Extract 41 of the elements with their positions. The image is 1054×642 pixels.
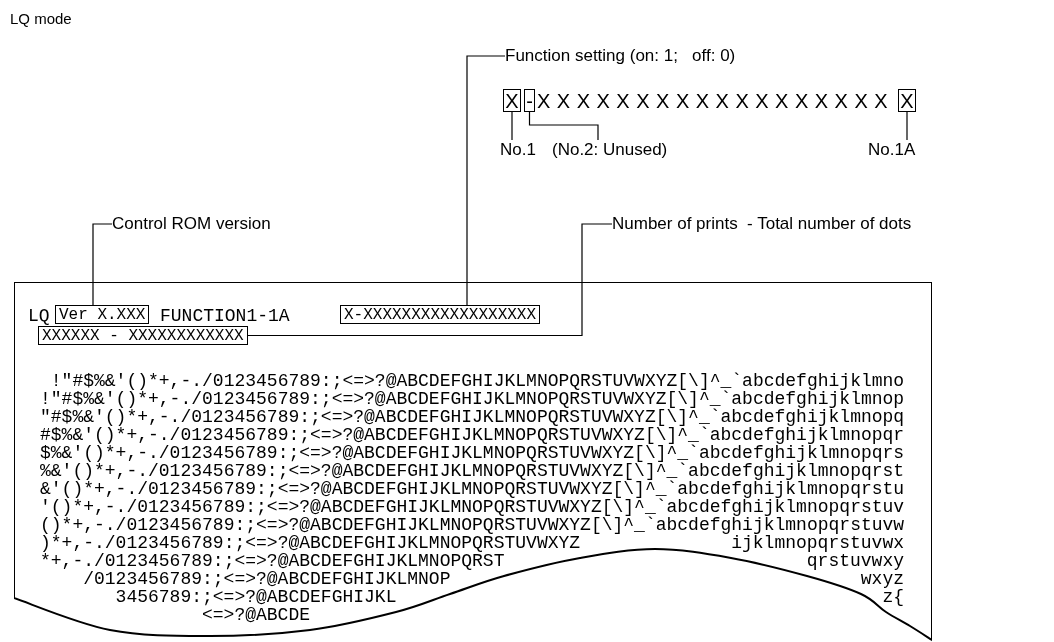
callout-label: Function setting (on: 1; off: 0) bbox=[505, 46, 736, 66]
printed-text: '()*+,-./0123456789:;<=>?@ABCDEFGHIJKLMNOPQRSTUVWXYZ[\]^_`abcdefghijklmnopqrstuv bbox=[40, 498, 905, 516]
callout-label: No.1A bbox=[868, 140, 916, 160]
printout-paper bbox=[14, 282, 932, 642]
printed-text: #$%&'()*+,-./0123456789:;<=>?@ABCDEFGHIJKLMNOPQRSTUVWXYZ[\]^_`abcdefghijklmnopqr bbox=[40, 426, 905, 444]
leader-line bbox=[528, 111, 599, 141]
highlight-box: Ver X.XXX bbox=[55, 305, 150, 324]
digit-box: - bbox=[524, 89, 535, 112]
highlight-box: XXXXXX - XXXXXXXXXXXX bbox=[38, 326, 248, 345]
title: LQ mode bbox=[10, 10, 72, 28]
callout-label: (No.2: Unused) bbox=[552, 140, 668, 160]
digit-box: X bbox=[503, 89, 521, 112]
highlight-box: X-XXXXXXXXXXXXXXXXXX bbox=[340, 305, 541, 324]
callout-label: No.1 bbox=[500, 140, 536, 160]
printed-text: *+,-./0123456789:;<=>?@ABCDEFGHIJKLMNOPQRST bbox=[40, 552, 505, 570]
leader-line bbox=[92, 223, 113, 306]
digit-row: XXXXXXXXXXXXXXXXXX bbox=[537, 89, 895, 112]
callout-label: Number of prints - Total number of dots bbox=[612, 214, 912, 234]
leader-line bbox=[466, 55, 506, 306]
printed-text: qrstuvwxy bbox=[806, 552, 904, 570]
printed-text: FUNCTION1-1A bbox=[160, 307, 290, 325]
printed-text: wxyz bbox=[860, 570, 904, 588]
printed-text: )*+,-./0123456789:;<=>?@ABCDEFGHIJKLMNOPQRSTUVWXYZ bbox=[40, 534, 581, 552]
leader-line bbox=[511, 111, 513, 141]
printed-text: <=>?@ABCDE bbox=[202, 606, 311, 624]
digit-box: X bbox=[898, 89, 916, 112]
printed-text: z{ bbox=[882, 588, 904, 606]
printed-text: $%&'()*+,-./0123456789:;<=>?@ABCDEFGHIJKLMNOPQRSTUVWXYZ[\]^_`abcdefghijklmnopqrs bbox=[40, 444, 905, 462]
leader-line bbox=[906, 111, 908, 141]
printed-text: /0123456789:;<=>?@ABCDEFGHIJKLMNOP bbox=[83, 570, 451, 588]
printed-text: ()*+,-./0123456789:;<=>?@ABCDEFGHIJKLMNOPQRSTUVWXYZ[\]^_`abcdefghijklmnopqrstuvw bbox=[40, 516, 905, 534]
printed-text: "#$%&'()*+,-./0123456789:;<=>?@ABCDEFGHIJKLMNOPQRSTUVWXYZ[\]^_`abcdefghijklmnopq bbox=[40, 408, 905, 426]
leader-line bbox=[247, 223, 613, 337]
printed-text: &'()*+,-./0123456789:;<=>?@ABCDEFGHIJKLMNOPQRSTUVWXYZ[\]^_`abcdefghijklmnopqrstu bbox=[40, 480, 905, 498]
printed-text: !"#$%&'()*+,-./0123456789:;<=>?@ABCDEFGHIJKLMNOPQRSTUVWXYZ[\]^_`abcdefghijklmno bbox=[50, 372, 905, 390]
printed-text: ijklmnopqrstuvwx bbox=[731, 534, 904, 552]
printed-text: !"#$%&'()*+,-./0123456789:;<=>?@ABCDEFGHIJKLMNOPQRSTUVWXYZ[\]^_`abcdefghijklmnop bbox=[40, 390, 905, 408]
printed-text: %&'()*+,-./0123456789:;<=>?@ABCDEFGHIJKLMNOPQRSTUVWXYZ[\]^_`abcdefghijklmnopqrst bbox=[40, 462, 905, 480]
callout-label: Control ROM version bbox=[112, 214, 271, 234]
printed-text: LQ bbox=[28, 307, 50, 325]
printed-text: 3456789:;<=>?@ABCDEFGHIJKL bbox=[115, 588, 397, 606]
